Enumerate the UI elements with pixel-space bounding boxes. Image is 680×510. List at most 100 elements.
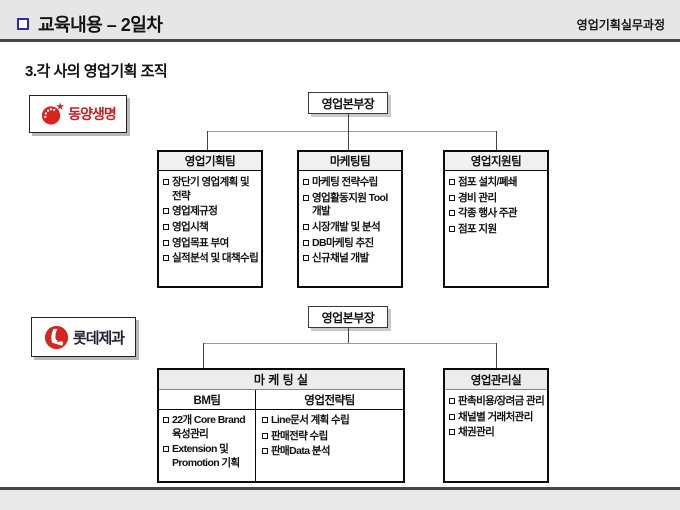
- square-bullet-icon: [163, 255, 169, 262]
- task-text: 판매전략 수립: [271, 429, 328, 442]
- square-bullet-icon: [163, 446, 169, 453]
- task-text: 점포 지원: [458, 222, 497, 235]
- square-bullet-icon: [303, 239, 309, 246]
- org2-marketing-office: 마 케 팅 실 BM팀 영업전략팀 22개 Core Brand 육성관리 Ex…: [157, 368, 405, 483]
- task-item: 시장개발 및 분석: [303, 221, 399, 235]
- subteam-header-strategy: 영업전략팀: [304, 394, 355, 407]
- lotte-logo: 롯데제과: [31, 317, 136, 357]
- subteam-bm-tasks: 22개 Core Brand 육성관리 Extension 및 Promotio…: [159, 410, 256, 481]
- task-text: 판촉비용/장려금 관리: [458, 395, 545, 407]
- task-text: 채권관리: [458, 426, 495, 439]
- task-text: 채널별 거래처관리: [458, 410, 533, 423]
- task-item: 점포 설치/폐쇄: [449, 176, 545, 190]
- task-text: 마케팅 전략수립: [312, 176, 378, 188]
- office-header: 마 케 팅 실: [159, 370, 403, 390]
- page-title: 교육내용 – 2일차: [38, 15, 163, 35]
- task-item: 신규채널 개발: [303, 252, 399, 266]
- page-title-row: 교육내용 – 2일차: [17, 11, 163, 37]
- task-item: 채권관리: [449, 426, 545, 440]
- task-text: DB마케팅 추진: [312, 236, 374, 249]
- task-item: 채널별 거래처관리: [449, 411, 545, 425]
- task-text: 영업시책: [172, 220, 209, 233]
- footer-bar: [0, 490, 680, 510]
- team-body: 장단기 영업계획 및 전략 영업제규정 영업시책 영업목표 부여 실적분석 및 …: [159, 171, 261, 266]
- task-item: Extension 및 Promotion 기획: [163, 443, 254, 470]
- square-bullet-icon: [449, 429, 455, 436]
- tongyang-logo-icon: [42, 101, 65, 125]
- team-header: 영업기획팀: [159, 152, 261, 171]
- task-item: 마케팅 전략수립: [303, 176, 399, 190]
- task-item: 판매전략 수립: [262, 430, 402, 444]
- task-item: DB마케팅 추진: [303, 237, 399, 251]
- task-text: 경비 관리: [458, 191, 497, 204]
- square-bullet-icon: [303, 179, 309, 185]
- connector-line: [207, 131, 208, 150]
- tongyang-logo-text: 동양생명: [68, 106, 117, 122]
- task-text: 실적분석 및 대책수립: [172, 252, 259, 265]
- org2-root-box: 영업본부장: [308, 306, 388, 328]
- task-text: 영업제규정: [172, 205, 218, 218]
- course-name: 영업기획실무과정: [576, 18, 665, 32]
- square-bullet-icon: [163, 179, 169, 185]
- task-item: 판촉비용/장려금 관리: [449, 395, 545, 409]
- square-bullet-icon: [449, 194, 455, 201]
- office-body: 22개 Core Brand 육성관리 Extension 및 Promotio…: [159, 410, 403, 481]
- lotte-logo-icon: [44, 325, 68, 349]
- task-item: 점포 지원: [449, 223, 545, 237]
- subteam-strategy-tasks: Line문서 계획 수립 판매전략 수립 판매Data 분석: [256, 410, 403, 481]
- task-item: 실적분석 및 대책수립: [163, 252, 259, 266]
- square-bullet-icon: [449, 210, 455, 217]
- square-bullet-icon: [303, 194, 309, 201]
- square-bullet-icon: [262, 417, 268, 423]
- connector-line: [496, 131, 497, 150]
- square-bullet-icon: [449, 179, 455, 185]
- org1-root-box: 영업본부장: [308, 92, 388, 114]
- task-text: 점포 설치/폐쇄: [458, 176, 518, 188]
- org1-team-planning: 영업기획팀 장단기 영업계획 및 전략 영업제규정 영업시책 영업목표 부여 실…: [157, 150, 263, 288]
- footer-divider: [0, 487, 680, 490]
- task-text: 시장개발 및 분석: [312, 220, 381, 233]
- task-item: 22개 Core Brand 육성관리: [163, 414, 254, 441]
- square-bullet-icon: [449, 398, 455, 404]
- office-header: 영업관리실: [445, 370, 547, 390]
- connector-line: [348, 114, 349, 131]
- square-bullet-icon: [303, 223, 309, 230]
- connector-line: [496, 343, 497, 368]
- connector-line: [203, 343, 497, 344]
- team-header: 마케팅팀: [299, 152, 401, 171]
- square-bullet-icon: [163, 223, 169, 230]
- org2-management-office: 영업관리실 판촉비용/장려금 관리 채널별 거래처관리 채권관리: [443, 368, 549, 483]
- task-text: Extension 및 Promotion 기획: [172, 443, 240, 469]
- task-item: 영업시책: [163, 221, 259, 235]
- team-body: 점포 설치/폐쇄 경비 관리 각종 행사 주관 점포 지원: [445, 171, 547, 237]
- task-item: 영업제규정: [163, 205, 259, 219]
- team-header: 영업지원팀: [445, 152, 547, 171]
- task-text: 판매Data 분석: [271, 445, 331, 458]
- task-text: 신규채널 개발: [312, 252, 369, 265]
- office-subheader-row: BM팀 영업전략팀: [159, 390, 403, 410]
- subteam-header-bm: BM팀: [159, 390, 256, 409]
- task-item: 영업활동지원 Tool 개발: [303, 192, 399, 219]
- square-bullet-icon: [262, 432, 268, 439]
- connector-line: [203, 343, 204, 368]
- slide-header-bar: 교육내용 – 2일차 영업기획실무과정: [0, 0, 680, 42]
- section-title: 3.각 사의 영업기획 조직: [25, 63, 168, 80]
- task-text: 각종 행사 주관: [458, 207, 518, 220]
- square-bullet-icon: [163, 239, 169, 246]
- square-bullet-icon: [449, 413, 455, 420]
- task-item: 영업목표 부여: [163, 237, 259, 251]
- task-text: 영업목표 부여: [172, 236, 229, 249]
- task-text: Line문서 계획 수립: [271, 414, 350, 426]
- square-bullet-icon: [303, 255, 309, 262]
- task-item: 판매Data 분석: [262, 445, 402, 459]
- connector-line: [348, 328, 349, 343]
- connector-line: [348, 131, 349, 150]
- task-item: Line문서 계획 수립: [262, 414, 402, 428]
- lotte-logo-text: 롯데제과: [72, 329, 125, 347]
- task-item: 장단기 영업계획 및 전략: [163, 176, 259, 203]
- square-bullet-icon: [163, 208, 169, 215]
- task-text: 22개 Core Brand 육성관리: [172, 414, 246, 440]
- task-item: 경비 관리: [449, 192, 545, 206]
- tongyang-logo: 동양생명: [29, 95, 127, 133]
